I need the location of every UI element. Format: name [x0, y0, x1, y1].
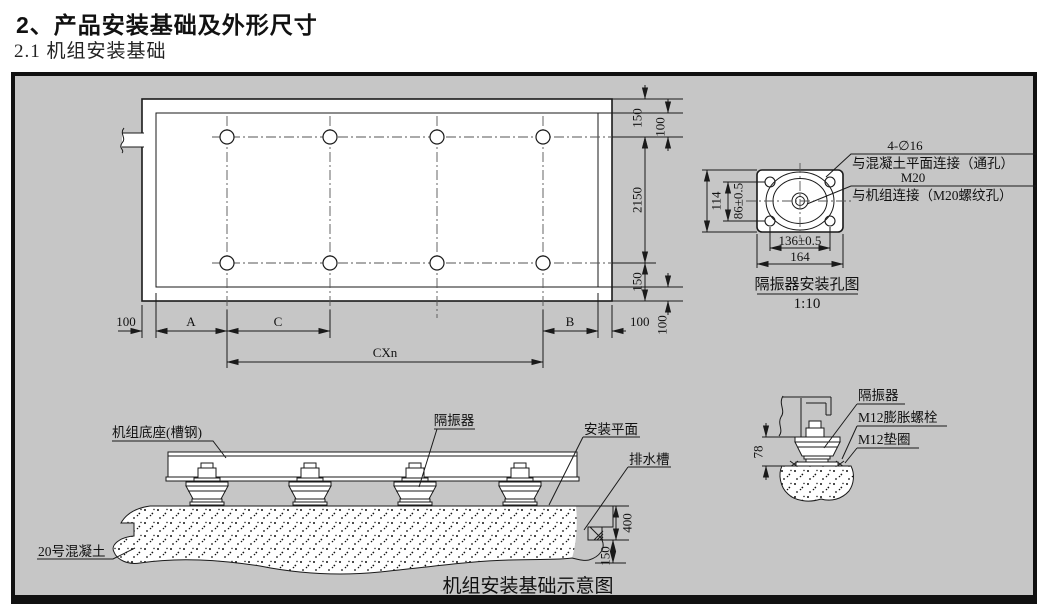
- base-beam: [165, 451, 580, 482]
- washer-marks: [789, 460, 845, 468]
- label-m12-washer: M12垫圈: [858, 432, 911, 447]
- label-m12-bolt: M12膨胀螺栓: [858, 410, 938, 425]
- dim-2150: 2150: [630, 187, 645, 213]
- dim-c: C: [274, 314, 283, 329]
- groove-hatch: [589, 526, 604, 541]
- isolator-fixing-detail: 78 隔振器 M12膨胀螺栓 M12垫圈: [751, 388, 947, 502]
- dim-78: 78: [751, 446, 766, 459]
- detail-callouts: 隔振器 M12膨胀螺栓 M12垫圈: [823, 388, 947, 464]
- concrete-outline: [112, 505, 590, 575]
- flange-caption-text: 隔振器安装孔图: [754, 276, 859, 293]
- isolator-3: [393, 462, 437, 506]
- flange-extension-lines: [702, 169, 844, 268]
- detail-concrete: [779, 465, 854, 502]
- dim-a: A: [186, 314, 196, 329]
- label-4-d16: 4-∅16: [887, 138, 923, 153]
- dim-136: 136±0.5: [779, 233, 822, 248]
- pipe-break-notch: [120, 127, 144, 154]
- isolator-2: [288, 462, 332, 506]
- detail-isolator: [794, 420, 841, 467]
- isolators: [185, 462, 542, 506]
- elevation-callouts: 机组底座(槽钢) 隔振器 安装平面 排水槽 20号混凝土: [37, 413, 671, 560]
- section-title: 2、产品安装基础及外形尺寸: [16, 12, 318, 38]
- section-subtitle: 2.1 机组安装基础: [14, 41, 167, 62]
- dim-left-100: 100: [116, 314, 136, 329]
- dim-164: 164: [790, 249, 810, 264]
- flange-centerlines: [746, 163, 854, 239]
- label-unit-connection: 与机组连接（M20螺纹孔）: [852, 187, 1013, 203]
- flange-scale-text: 1:10: [794, 296, 821, 312]
- concrete-mass: [113, 506, 577, 574]
- anchor-holes: [219, 129, 551, 271]
- plan-bottom-dims: 100 A C B 100 CXn: [116, 314, 650, 366]
- flange-caption: 隔振器安装孔图 1:10: [754, 276, 859, 312]
- dim-top-150: 150: [630, 108, 645, 128]
- dim-top-100: 100: [653, 117, 668, 137]
- dim-114: 114: [709, 191, 724, 211]
- label-detail-isolator: 隔振器: [858, 388, 899, 403]
- dim-400: 400: [620, 513, 635, 533]
- label-concrete-20: 20号混凝土: [38, 544, 106, 559]
- label-drain-channel: 排水槽: [629, 452, 670, 467]
- elevation-caption: 机组安装基础示意图: [442, 575, 613, 597]
- foundation-outer-outline: [141, 98, 613, 302]
- label-base-channel: 机组底座(槽钢): [112, 425, 202, 440]
- detail-dims: 78: [751, 423, 796, 480]
- dim-cxn: CXn: [373, 345, 398, 360]
- dim-b: B: [566, 314, 575, 329]
- flange-detail: 114 86±0.5 136±0.5 164 4-∅16 与混凝土平面连接（通孔…: [702, 138, 1036, 312]
- isolator-4: [498, 462, 542, 506]
- label-m20: M20: [901, 170, 926, 185]
- dim-right-100: 100: [630, 314, 650, 329]
- elevation-dims: 400 150: [595, 505, 635, 566]
- flange-dims: 114 86±0.5 136±0.5 164: [703, 169, 844, 268]
- isolator-1: [185, 462, 229, 506]
- dim-bot-150: 150: [630, 272, 645, 292]
- dim-150: 150: [598, 546, 613, 566]
- label-isolator: 隔振器: [434, 413, 475, 428]
- channel-section: [778, 395, 832, 438]
- elevation-view: 机组底座(槽钢) 隔振器 安装平面 排水槽 20号混凝土 400 150 机组安…: [37, 413, 671, 597]
- label-mounting-plane: 安装平面: [584, 422, 638, 437]
- plan-right-dims: 150 100 2150 150 100: [630, 85, 672, 335]
- label-concrete-connection: 与混凝土平面连接（通孔）: [852, 155, 1014, 171]
- foundation-inner-outline: [155, 112, 599, 288]
- dim-86: 86±0.5: [731, 183, 746, 219]
- dim-corner-100: 100: [655, 315, 670, 335]
- plan-view: 100 A C B 100 CXn 150 100: [116, 85, 683, 368]
- flange-callouts: 4-∅16 与混凝土平面连接（通孔） M20 与机组连接（M20螺纹孔）: [806, 138, 1036, 205]
